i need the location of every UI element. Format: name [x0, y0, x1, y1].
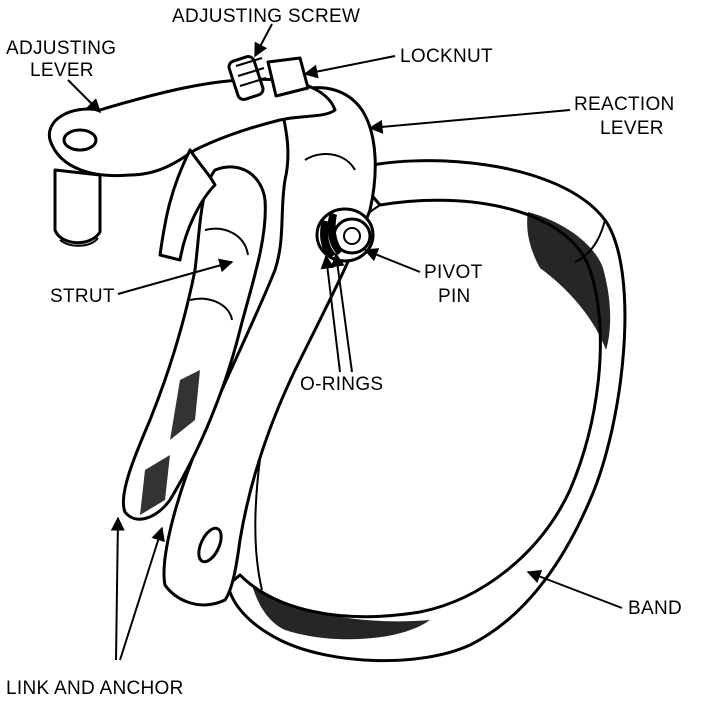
- leader-strut: [117, 258, 234, 295]
- o-rings: [320, 212, 343, 258]
- label-strut: STRUT: [50, 286, 115, 307]
- label-band: BAND: [628, 598, 682, 619]
- locknut: [266, 56, 310, 98]
- leader-adjusting-screw: [254, 23, 273, 58]
- labels: ADJUSTING SCREW ADJUSTING LEVER LOCKNUT …: [6, 6, 682, 699]
- leader-reaction-lever: [368, 109, 571, 134]
- label-reaction-lever-line1: REACTION: [574, 94, 675, 115]
- label-adjusting-lever-line2: LEVER: [30, 60, 94, 81]
- reaction-lever: [162, 86, 377, 607]
- leader-pivot-pin: [363, 248, 421, 273]
- label-o-rings: O-RINGS: [300, 374, 383, 395]
- adjusting-lever: [47, 77, 337, 262]
- label-locknut: LOCKNUT: [400, 46, 493, 67]
- leader-o-ring-1: [320, 254, 341, 373]
- label-adjusting-screw: ADJUSTING SCREW: [172, 6, 360, 27]
- label-pivot-pin-line1: PIVOT: [424, 262, 483, 283]
- leader-link-anchor-2: [119, 526, 165, 661]
- leader-o-ring-2: [330, 252, 353, 373]
- label-pivot-pin-line2: PIN: [438, 286, 471, 307]
- leader-lines: [67, 23, 623, 661]
- label-link-and-anchor: LINK AND ANCHOR: [6, 678, 184, 699]
- leader-band: [526, 569, 623, 609]
- label-reaction-lever-line2: LEVER: [600, 118, 664, 139]
- label-adjusting-lever-line1: ADJUSTING: [6, 38, 116, 59]
- leader-link-anchor-1: [110, 516, 125, 661]
- leader-locknut: [303, 55, 396, 79]
- adjusting-screw: [227, 55, 267, 101]
- strut-link-anchor: [121, 165, 267, 521]
- leader-adjusting-lever: [67, 79, 101, 113]
